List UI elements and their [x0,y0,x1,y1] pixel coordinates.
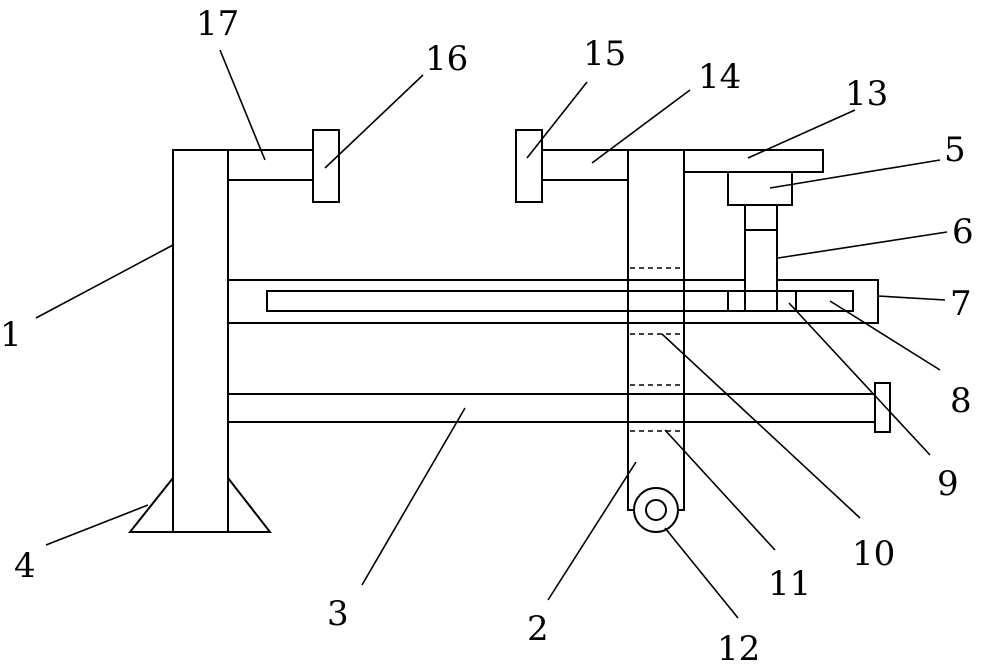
label-4: 4 [14,546,36,586]
label-7: 7 [950,284,972,324]
leader-17 [219,49,266,161]
leader-16 [324,74,424,169]
right-clamp-pad [515,129,543,203]
label-2: 2 [527,609,549,649]
lower-bar-knob [874,382,891,433]
label-17: 17 [196,4,239,44]
wheel-inner [645,499,667,521]
label-11: 11 [768,564,811,604]
label-10: 10 [852,534,895,574]
leader-2 [547,461,637,601]
label-9: 9 [937,464,959,504]
leader-15 [526,81,588,159]
label-6: 6 [952,212,974,252]
leader-14 [591,89,691,164]
right-arm [541,149,629,181]
leader-11 [664,429,776,551]
leader-5 [769,159,941,189]
left-column [172,149,229,533]
label-5: 5 [944,130,966,170]
leader-13 [747,109,856,159]
leader-1 [35,244,174,319]
leader-9 [788,302,931,456]
label-1: 1 [0,315,22,355]
top-plate [683,149,824,173]
label-3: 3 [327,594,349,634]
inner-slot [266,290,854,312]
leader-8 [829,300,941,371]
lower-guide-bar [227,393,879,423]
label-15: 15 [583,34,626,74]
label-8: 8 [950,381,972,421]
slider-block [727,290,797,312]
label-12: 12 [717,629,760,668]
right-column [627,149,685,511]
leader-7 [877,295,946,301]
motor-block [727,171,793,206]
left-arm [227,149,314,181]
label-13: 13 [845,74,888,114]
leader-3 [361,407,466,586]
label-16: 16 [425,39,468,79]
leader-6 [777,231,948,259]
leader-10 [661,333,861,519]
leader-4 [45,504,149,546]
leader-12 [664,527,739,619]
label-14: 14 [698,57,741,97]
